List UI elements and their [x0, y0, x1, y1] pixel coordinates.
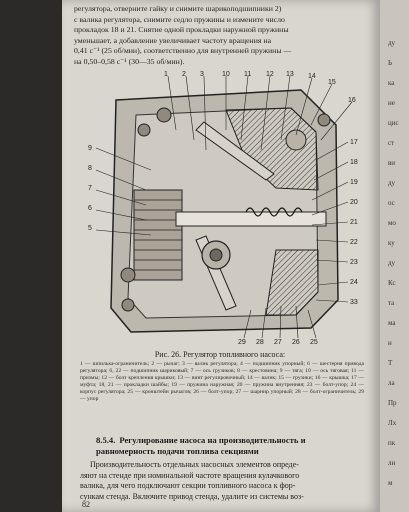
adjacent-page-text: ст — [388, 139, 395, 147]
adjacent-page-text: ду — [388, 259, 396, 267]
page-number: 82 — [82, 500, 90, 509]
callout-number: 11 — [244, 71, 251, 78]
callout-number: 3 — [200, 71, 204, 78]
adjacent-page-text: ла — [388, 379, 395, 387]
callout-number: 8 — [88, 165, 92, 172]
bolt — [156, 107, 172, 123]
adjacent-page-text: ви — [388, 159, 396, 167]
text-line: валика, для чего подключают секции топли… — [80, 481, 296, 490]
callout-number: 2 — [182, 71, 186, 78]
callout-number: 7 — [88, 185, 92, 192]
adjacent-page-text: ку — [388, 239, 395, 247]
callout-number: 24 — [350, 279, 358, 286]
adjacent-page-text: не — [388, 99, 395, 107]
callout-number: 29 — [238, 339, 246, 345]
lever-upper — [195, 121, 275, 181]
figure-legend: 1 — шпилька-ограничитель; 2 — рычаг; 3 —… — [80, 361, 364, 403]
text-line: с валика регулятора, снимите седло пружи… — [74, 14, 285, 24]
section-title: Регулирование насоса на производительнос… — [96, 435, 306, 456]
bolt — [317, 113, 331, 127]
adjacent-page-text: Ь — [388, 59, 393, 67]
callout-number: 15 — [328, 79, 336, 86]
callout-number: 23 — [350, 259, 358, 266]
callout-number: 22 — [350, 239, 358, 246]
text-line: регулятора, отверните гайку и снимите ша… — [74, 4, 282, 13]
callout-number: 13 — [286, 71, 294, 78]
cut-section-lower — [265, 249, 319, 316]
spring — [245, 207, 303, 217]
callout-number: 17 — [350, 139, 358, 146]
adjacent-page-text: н — [388, 339, 392, 347]
text-line: сункам стенда. Включите привод стенда, у… — [80, 491, 304, 501]
weight — [285, 129, 307, 151]
callout-number: 10 — [222, 71, 230, 78]
gear-teeth — [134, 199, 182, 271]
callout-number: 25 — [310, 339, 318, 345]
adjacent-page-text: Т — [388, 359, 393, 367]
leader-lines — [95, 75, 353, 339]
callout-number: 27 — [274, 339, 282, 345]
callout-number: 18 — [350, 159, 358, 166]
bolt — [120, 267, 136, 283]
callout-number: 6 — [88, 205, 92, 212]
text-line: Производительность отдельных насосных эл… — [90, 460, 299, 469]
bearing-center — [209, 248, 223, 262]
adjacent-page-text: та — [388, 299, 395, 307]
section-heading: 8.5.4.Регулирование насоса на производит… — [96, 435, 366, 457]
callout-number: 14 — [308, 73, 316, 80]
text-line: уменьшает, а добавление увеличивает част… — [74, 35, 272, 45]
adjacent-page-text: ду — [388, 39, 396, 47]
text-line: на 0,50–0,58 с⁻¹ (30—35 об/мин). — [74, 56, 185, 66]
adjacent-page-text: Лх — [388, 419, 397, 427]
gear-block — [133, 189, 183, 281]
callout-number: 12 — [266, 71, 274, 78]
callout-number: 20 — [350, 199, 358, 206]
figure-caption-title: Рис. 26. Регулятор топливного насоса: — [154, 350, 286, 359]
callout-number: 21 — [350, 219, 358, 226]
callout-number: 26 — [292, 339, 300, 345]
adjacent-page-text: лн — [388, 459, 396, 467]
adjacent-page-text: Кс — [388, 279, 396, 287]
adjacent-page-text: мо — [388, 219, 396, 227]
body-paragraph: Производительность отдельных насосных эл… — [80, 460, 370, 502]
text-line: ляют на стенде при номинальной частоте в… — [80, 470, 300, 480]
section-number: 8.5.4. — [96, 435, 116, 445]
callout-number: 28 — [256, 339, 264, 345]
adjacent-page-text: ду — [388, 179, 396, 187]
callout-number: 5 — [88, 225, 92, 232]
callout-number: 33 — [350, 299, 358, 306]
callout-number: 1 — [164, 71, 168, 78]
adjacent-page-text: м — [388, 479, 393, 487]
callout-number: 9 — [88, 145, 92, 152]
bolt — [121, 298, 135, 312]
adjacent-page-text: ка — [388, 79, 395, 87]
callout-number: 19 — [350, 179, 358, 186]
governor-shaft — [175, 211, 327, 227]
text-line: 0,41 с⁻¹ (25 об/мин), соответственно для… — [74, 46, 292, 55]
adjacent-page-text: ма — [388, 319, 396, 327]
callout-number: 16 — [348, 97, 356, 104]
adjacent-page-text: Пр — [388, 399, 397, 407]
text-line: прокладок 18 и 21. Снятие одной прокладк… — [74, 25, 289, 34]
bolt — [137, 123, 151, 137]
adjacent-page-text: пк — [388, 439, 396, 447]
top-paragraph: регулятора, отверните гайку и снимите ша… — [74, 4, 368, 67]
adjacent-page-text: цис — [388, 119, 399, 127]
adjacent-page-text: ос — [388, 199, 395, 207]
